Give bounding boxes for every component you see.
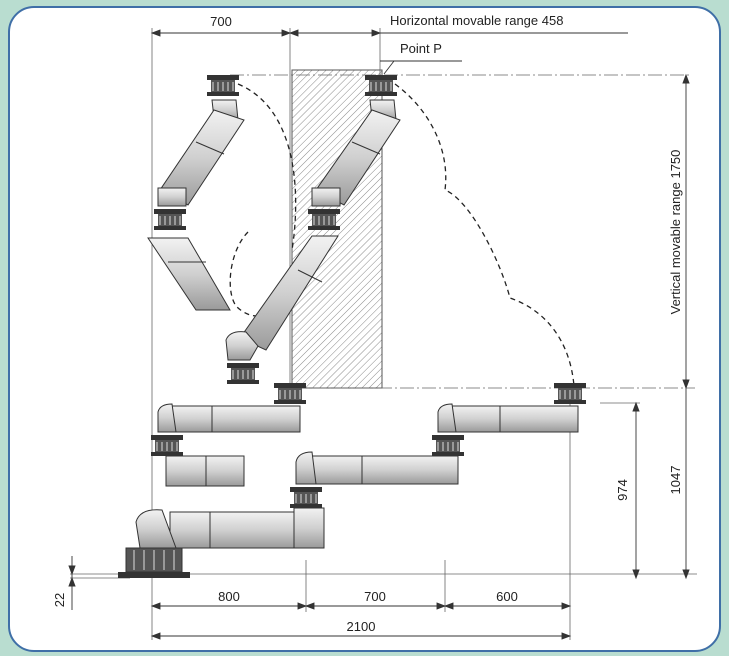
bottom-dimension-lines (150, 602, 572, 640)
label-22: 22 (52, 593, 67, 607)
label-horizontal-range: Horizontal movable range 458 (390, 13, 563, 28)
label-1047: 1047 (668, 466, 683, 495)
arm-base (118, 507, 325, 578)
label-bottom-800: 800 (218, 589, 240, 604)
label-vertical-range: Vertical movable range 1750 (668, 150, 683, 315)
vertical-dimension-lines (68, 73, 690, 610)
label-top-700: 700 (210, 14, 232, 29)
label-point-p: Point P (400, 41, 442, 56)
top-dimension-lines (150, 29, 628, 75)
label-974: 974 (615, 479, 630, 501)
label-bottom-700: 700 (364, 589, 386, 604)
label-bottom-600: 600 (496, 589, 518, 604)
arm-middle-left (150, 382, 307, 487)
label-bottom-2100: 2100 (347, 619, 376, 634)
arm-upper-left (147, 74, 245, 311)
movement-arcs (229, 83, 575, 387)
arm-point-p (225, 74, 401, 385)
arm-right (289, 382, 587, 509)
